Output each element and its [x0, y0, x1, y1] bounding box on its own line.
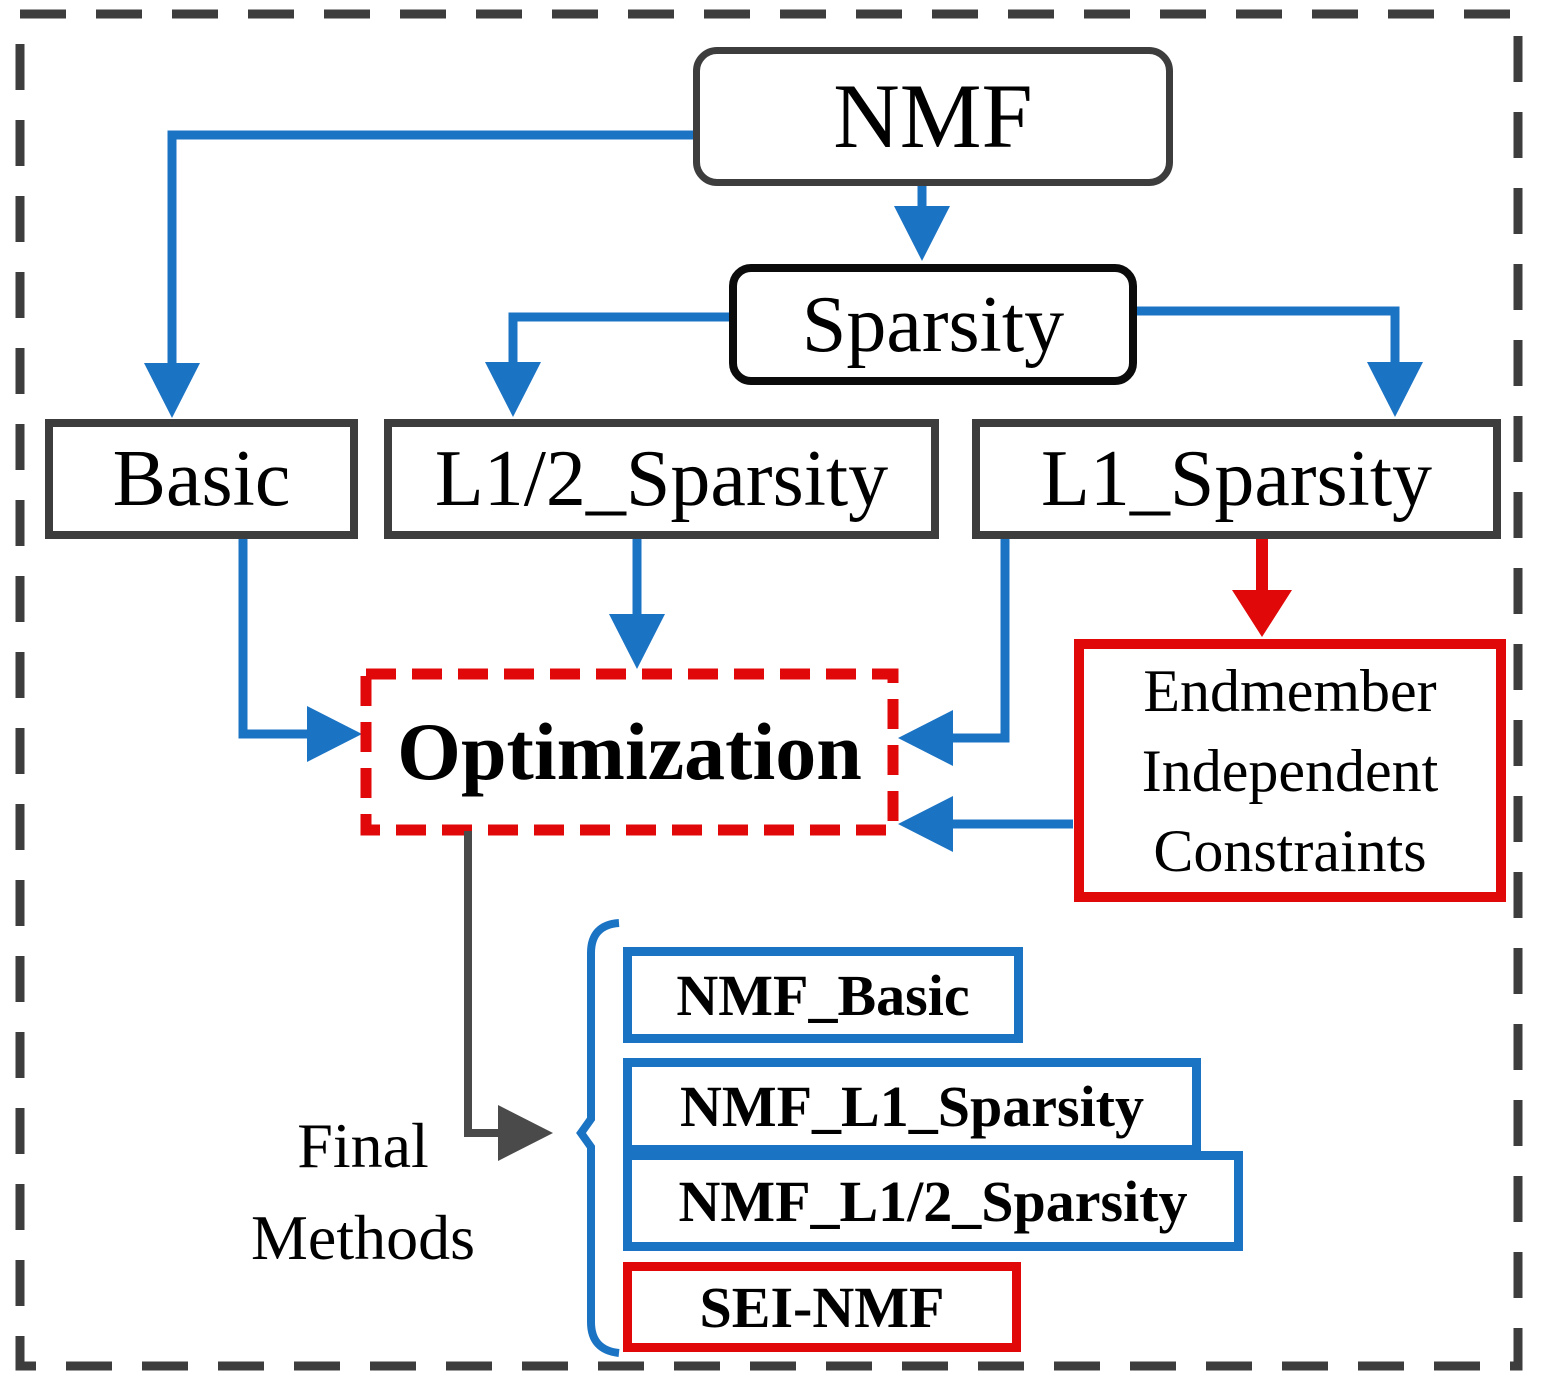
- node-l12-sparsity: L1/2_Sparsity: [384, 419, 939, 539]
- arrow-l1-to-endmember: [1232, 539, 1292, 637]
- arrow-nmf-to-basic: [144, 130, 693, 418]
- node-l1-sparsity: L1_Sparsity: [972, 419, 1501, 539]
- arrow-basic-to-optimization: [238, 539, 362, 762]
- final-methods-bracket: [576, 919, 620, 1357]
- optimization-dashed-border: [360, 668, 899, 836]
- arrow-nmf-to-sparsity: [894, 186, 950, 261]
- final-method-nmf-l12-sparsity: NMF_L1/2_Sparsity: [623, 1151, 1243, 1251]
- final-method-sei-nmf: SEI-NMF: [623, 1262, 1021, 1352]
- node-basic: Basic: [45, 419, 358, 539]
- arrow-sparsity-to-l12: [485, 312, 729, 417]
- final-methods-caption: Final Methods: [251, 1110, 475, 1273]
- final-method-nmf-l1-sparsity: NMF_L1_Sparsity: [623, 1058, 1201, 1154]
- arrow-l12-to-optimization: [609, 539, 665, 669]
- outer-dashed-border: [15, 9, 1523, 1371]
- arrow-l1-to-optimization: [898, 539, 1010, 766]
- arrow-optimization-to-final-methods: [464, 831, 553, 1161]
- node-sparsity: Sparsity: [729, 264, 1137, 385]
- node-nmf: NMF: [693, 47, 1173, 186]
- arrow-sparsity-to-l1: [1136, 306, 1423, 417]
- node-optimization: Optimization: [397, 705, 862, 797]
- final-method-nmf-basic: NMF_Basic: [623, 947, 1023, 1043]
- arrow-endmember-to-optimization: [898, 796, 1073, 852]
- node-endmember-independent-constraints: Endmember Independent Constraints: [1074, 639, 1506, 902]
